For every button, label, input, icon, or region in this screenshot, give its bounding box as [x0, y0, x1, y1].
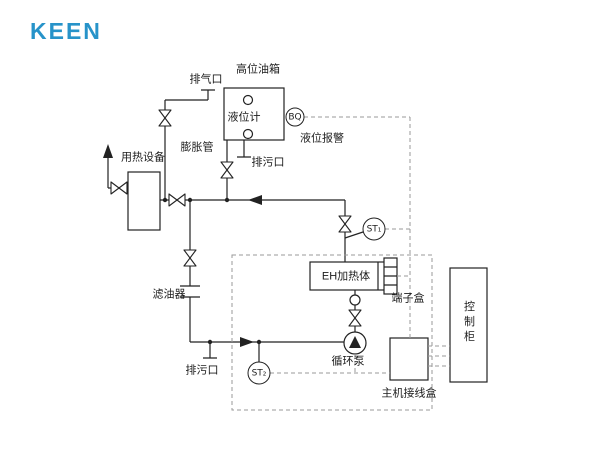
arrow-return-right	[240, 337, 254, 347]
vent-port-symbol	[201, 89, 215, 100]
check-valve-circle	[349, 294, 361, 306]
line-drain-symbol	[203, 342, 217, 359]
junction-dot	[162, 197, 168, 203]
valve-equipment	[110, 181, 128, 195]
level-gauge-bottom-circle	[242, 128, 254, 140]
junction-dot	[256, 339, 262, 345]
flow-arrows	[103, 144, 262, 347]
pump-triangle	[349, 336, 361, 348]
label-high-tank: 高位油箱	[236, 63, 280, 76]
control-cabinet-box	[449, 267, 488, 383]
label-terminal-box: 端子盒	[391, 292, 425, 305]
label-eh-heater: EH加热体	[321, 270, 371, 283]
junction-dot	[187, 197, 193, 203]
label-tank-drain: 排污口	[251, 156, 285, 169]
junction-box-shape	[389, 337, 429, 381]
arrow-equipment-up	[103, 144, 113, 158]
label-level-gauge: 液位计	[227, 111, 261, 124]
st1-stub	[344, 231, 364, 239]
label-exhaust-port: 排气口	[189, 73, 223, 86]
label-heat-equipment: 用热设备	[121, 151, 165, 164]
valve-heater-outlet	[338, 215, 352, 233]
label-expansion-pipe: 膨胀管	[180, 141, 214, 154]
valve-expansion	[220, 161, 234, 179]
valves	[110, 109, 362, 327]
keen-logo: KEEN	[30, 18, 102, 44]
label-main-junction-box: 主机接线盒	[381, 387, 437, 400]
valve-left-riser	[183, 249, 197, 267]
valve-main-line	[168, 193, 186, 207]
label-oil-filter: 滤油器	[152, 288, 186, 301]
label-line-drain: 排污口	[185, 364, 219, 377]
high-tank-box	[223, 87, 285, 141]
oil-filter-symbol	[180, 285, 200, 298]
arrow-supply-left	[248, 195, 262, 205]
heat-equipment-box	[127, 171, 161, 231]
st1-sensor-badge: ST₁	[362, 217, 386, 241]
st2-sensor-badge: ST₂	[247, 361, 271, 385]
piping	[107, 87, 488, 383]
valve-pump-discharge	[348, 309, 362, 327]
level-alarm-badge: BQ	[285, 107, 305, 127]
electrical-wiring	[231, 116, 450, 411]
label-level-alarm: 液位报警	[300, 132, 344, 145]
label-control-cabinet: 控制柜	[462, 300, 475, 346]
valve-vent	[158, 109, 172, 127]
level-gauge-top-circle	[242, 94, 254, 106]
wire-to-cabinet	[428, 345, 450, 367]
junction-dot	[207, 339, 213, 345]
junction-dot	[224, 197, 230, 203]
label-circulation-pump: 循环泵	[331, 355, 365, 368]
terminal-box-lines	[384, 266, 397, 286]
heater-unit-boundary	[231, 254, 433, 411]
tank-drain-symbol	[237, 140, 251, 158]
